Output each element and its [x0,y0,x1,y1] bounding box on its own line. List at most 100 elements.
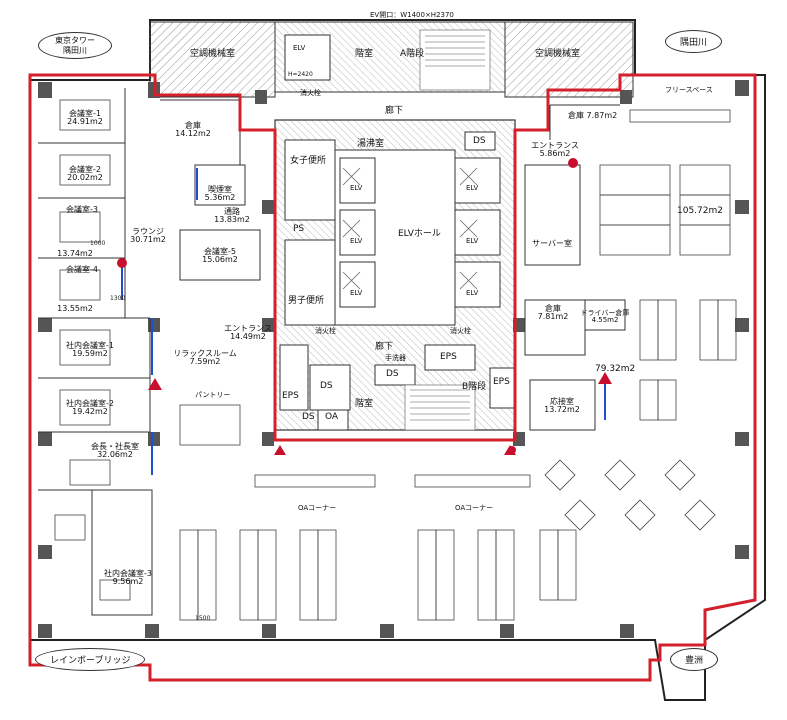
dim-mark-1: 1000 [90,240,106,247]
view-tokyo-tower: 東京タワー 隅田川 [38,32,112,60]
hand-wash: 手洗器 [385,354,406,362]
dim-mark-3: 1500 [195,615,211,622]
oa-corner-2: OAコーナー [455,504,494,512]
elv-shaft [454,261,501,308]
room-meeting-4-area: 13.55m2 [57,304,93,313]
top-elv-label: ELV [293,44,306,52]
ds-label-4: DS [302,412,315,422]
women-wc-label: 女子便所 [290,156,327,166]
entrance-marker [568,158,578,168]
ds-top-label: DS [473,136,486,146]
eps-label-3: EPS [493,377,510,387]
ds-box2 [374,364,416,386]
women-wc-box [284,139,336,221]
elv-shaft [339,209,376,256]
view-toyosu: 豊洲 [670,648,719,671]
fire-hydrant-left: 消火栓 [315,327,336,335]
marker-triangle [148,378,162,390]
building-outline [29,19,766,701]
elv-label-4: ELV [466,184,479,192]
fire-hydrant-top: 消火栓 [300,89,321,97]
top-elv-box [284,34,331,81]
eps-box [279,344,309,411]
stair-room-top: 階室 [355,49,374,59]
corridor-top: 廊下 [385,106,404,116]
elv-shaft [339,157,376,204]
elv-shaft [454,209,501,256]
eps-label-1: EPS [282,391,299,401]
room-office-small-area: 79.32m2 [595,364,636,374]
elv-shaft [339,261,376,308]
lounge-marker [117,258,127,268]
eps-box2 [424,344,476,371]
corridor-bottom: 廊下 [375,342,394,352]
cleaning-room: 湯沸室 [357,139,385,149]
marker-dot [508,446,516,454]
pantry-label: パントリー [195,391,231,399]
eps-box3 [489,367,516,409]
room-meeting-3-area: 13.74m2 [57,249,93,258]
free-space-label: フリースペース [665,86,713,94]
ds-label-2: DS [320,381,333,391]
room-meeting-4: 会議室-4 [66,265,98,274]
elv-label-3: ELV [350,289,363,297]
stairs-a-label: A階段 [400,49,425,59]
ds-top-box [464,131,496,151]
blue-accents [121,168,606,475]
oa-box [317,409,349,431]
room-storage-b: 倉庫 7.87m2 [568,111,618,120]
stairs-b-label: B階段 [462,382,487,392]
view-sumida: 隅田川 [665,30,723,53]
diamond-tables [544,459,716,531]
desks [54,99,737,621]
oa-label: OA [325,412,339,422]
eps-label-2: EPS [440,352,457,362]
machine-room-left-area [149,21,276,98]
stair-room-bottom: 階室 [355,399,374,409]
fire-hydrant-right: 消火栓 [450,327,471,335]
room-office-right-area: 105.72m2 [677,206,723,216]
ds-label-3: DS [386,369,399,379]
ds-box [309,364,351,411]
lease-boundary [28,73,757,682]
machine-room-left: 空調機械室 [190,49,236,59]
elv-label-1: ELV [350,184,363,192]
dim-mark-2: 1300 [110,295,126,302]
ev-size-dim: H=2420 [288,71,313,78]
room-meeting-3: 会議室-3 [66,205,98,214]
ev-opening-note: EV開口：W1400×H2370 [370,11,454,19]
stairs-lines [404,29,491,431]
elv-label-5: ELV [466,237,479,245]
columns [38,80,749,638]
machine-room-right: 空調機械室 [535,49,581,59]
elv-label-2: ELV [350,237,363,245]
marker-triangle [274,445,286,455]
men-wc-label: 男子便所 [288,296,325,306]
men-wc-box [284,239,336,326]
marker-triangle [598,372,612,384]
elv-shaft [454,157,501,204]
elv-hall-label: ELVホール [398,229,441,239]
elv-cross-marks [342,167,478,290]
room-server: サーバー室 [532,239,572,248]
elv-label-6: ELV [466,289,479,297]
machine-room-right-area [504,21,634,98]
